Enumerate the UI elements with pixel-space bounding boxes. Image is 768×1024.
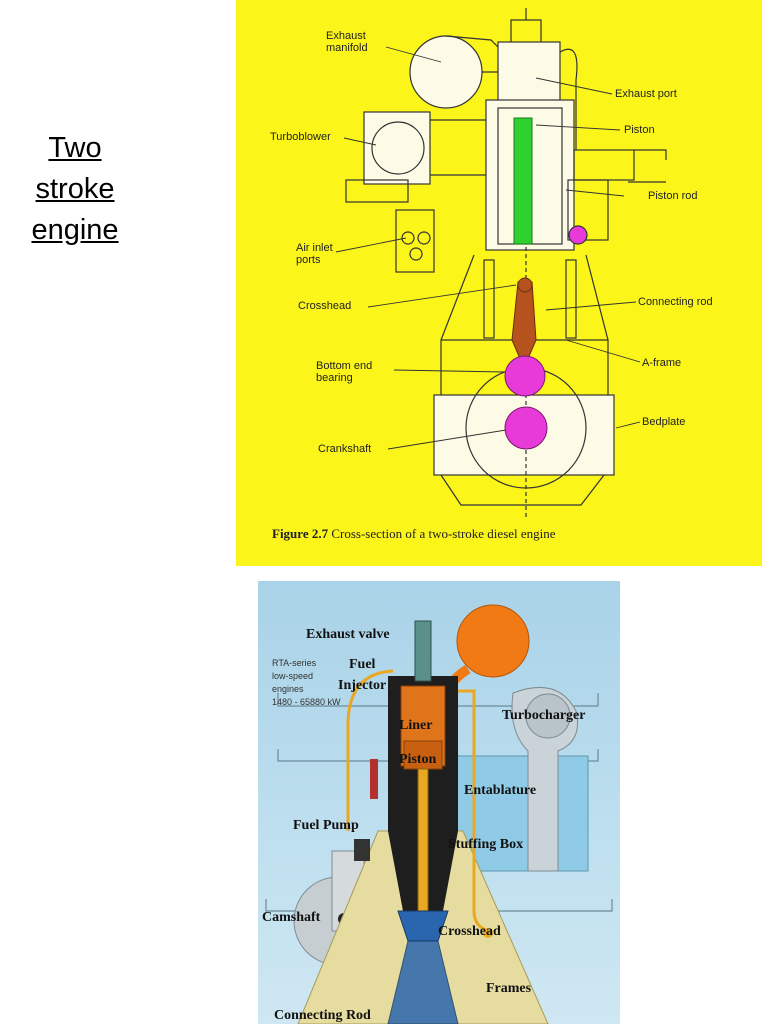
piston-highlight (513, 117, 533, 245)
title-line-1: Two (48, 132, 102, 164)
figure-caption-number: Figure 2.7 (272, 526, 329, 541)
label-crosshead: Crosshead (438, 924, 501, 939)
note-line-2: low-speed (272, 671, 314, 681)
label-entablature: Entablature (464, 783, 537, 798)
label-connecting-rod: Connecting Rod (274, 1008, 371, 1023)
engine-series-note: RTA-series low-speed engines 1480 - 6588… (272, 657, 341, 709)
note-line-4: 1480 - 65880 kW (272, 697, 341, 707)
piston-shape (403, 740, 443, 770)
label-piston: Piston (624, 124, 655, 136)
label-liner: Liner (399, 718, 433, 733)
label-exhaust-manifold-1: Exhaust (326, 30, 366, 42)
label-bottom-end-2: bearing (316, 372, 353, 384)
label-piston: Piston (399, 752, 437, 767)
label-crosshead: Crosshead (298, 300, 352, 312)
turboblower-shape (363, 111, 431, 185)
label-a-frame: A-frame (642, 357, 682, 369)
label-stuffing-box: Stuffing Box (448, 837, 524, 852)
label-air-inlet-1: Air inlet (296, 242, 333, 254)
bottom-end-bearing-highlight (504, 355, 546, 397)
fuel-pipe-1 (346, 669, 394, 831)
label-fuel: Fuel (349, 657, 376, 672)
label-air-inlet-2: ports (296, 254, 321, 266)
label-piston-rod: Piston rod (648, 190, 698, 202)
label-exhaust-manifold-2: manifold (326, 42, 368, 54)
connecting-rod-shape (387, 940, 459, 1024)
label-turboblower: Turboblower (270, 131, 331, 143)
note-line-1: RTA-series (272, 658, 317, 668)
figure-caption-text: Cross-section of a two-stroke diesel eng… (331, 526, 556, 541)
label-bottom-end-1: Bottom end (316, 360, 373, 372)
figure-rta-engine-cutaway: Exhaust valve Fuel Injector Turbocharger… (258, 581, 620, 1024)
label-bedplate: Bedplate (642, 416, 686, 428)
figure-two-stroke-cross-section: Exhaust manifold Exhaust port Turboblowe… (236, 0, 762, 566)
exhaust-manifold-shape (456, 604, 530, 678)
label-fuel-pump: Fuel Pump (293, 818, 359, 833)
label-crankshaft: Crankshaft (318, 443, 372, 455)
note-line-3: engines (272, 684, 304, 694)
crankshaft-highlight (504, 406, 548, 450)
connecting-rod-highlight (511, 281, 537, 370)
label-connecting-rod: Connecting rod (638, 296, 713, 308)
label-camshaft: Camshaft (262, 910, 321, 925)
label-injector: Injector (338, 678, 387, 693)
fuel-pump-shape (354, 839, 370, 861)
label-turbocharger: Turbocharger (502, 708, 586, 723)
engine-cutaway-drawing (265, 604, 613, 1024)
exhaust-manifold-shape (409, 35, 483, 109)
engine-cross-section-drawing (335, 8, 667, 520)
piston-rod-shape (417, 768, 429, 920)
label-frames: Frames (486, 981, 532, 996)
label-exhaust-valve: Exhaust valve (306, 627, 390, 642)
figure-caption: Figure 2.7 Cross-section of a two-stroke… (272, 526, 556, 542)
label-exhaust-port: Exhaust port (615, 88, 677, 100)
title-line-3: engine (31, 214, 119, 246)
title-line-2: stroke (35, 173, 115, 205)
